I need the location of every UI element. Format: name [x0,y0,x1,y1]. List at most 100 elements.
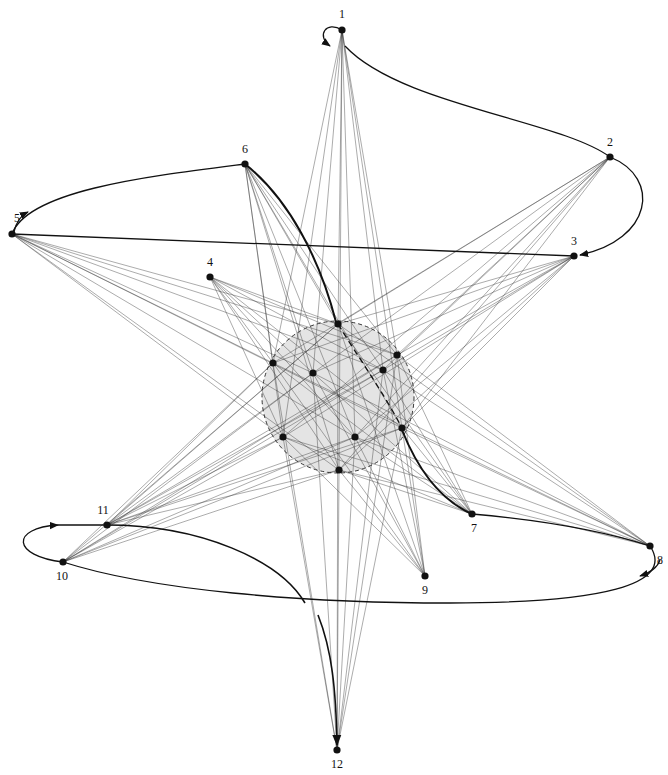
spoke-line [63,470,339,562]
spoke-line [337,324,338,750]
spoke-lines [12,30,650,750]
spoke-line [273,363,650,546]
orbit-curves [12,27,660,745]
spoke-line [245,164,339,470]
spoke-line [273,363,472,514]
point-dot [570,252,577,259]
spoke-line [107,363,273,525]
spoke-line [313,373,337,750]
spoke-line [63,370,383,562]
spoke-line [342,30,355,437]
orbit-curve [63,546,655,603]
point-dot [335,466,342,473]
point-number: 1 [339,8,345,20]
orbit-curve [23,525,63,562]
spoke-line [12,234,402,428]
point-dot [333,746,340,753]
spoke-line [12,234,397,355]
orbit-curve [402,430,472,514]
orbit-curve [472,514,650,546]
point-number: 12 [331,758,343,770]
point-dots [8,26,653,753]
orbit-curve [245,164,336,322]
point-number: 2 [607,136,613,148]
spoke-line [107,370,383,525]
point-dot [334,320,341,327]
orbit-curve [12,234,574,256]
point-dot [59,558,66,565]
spoke-line [283,437,472,514]
spoke-line [313,373,650,546]
spoke-line [337,370,383,750]
spoke-line [337,470,339,750]
spoke-line [107,437,283,525]
spoke-line [397,256,574,355]
spoke-line [339,157,610,470]
spoke-line [107,428,402,525]
point-dot [338,26,345,33]
spoke-line [12,234,313,373]
point-dot [206,273,213,280]
spoke-line [210,277,402,428]
spoke-line [63,324,338,562]
spoke-line [383,157,610,370]
spoke-line [339,470,425,576]
spoke-line [383,370,650,546]
spoke-line [63,355,397,562]
point-dot [8,230,15,237]
point-number: 10 [56,570,68,582]
spoke-line [107,355,397,525]
point-dot [606,153,613,160]
orbit-curve [107,525,305,603]
spoke-line [12,234,339,470]
spoke-line [337,355,397,750]
spoke-line [107,373,313,525]
spoke-line [402,428,650,546]
spoke-line [342,30,383,370]
point-dot [421,572,428,579]
point-dot [379,366,386,373]
point-dot [269,359,276,366]
spoke-line [397,355,472,514]
hidden-curve [338,324,402,428]
spoke-line [337,428,402,750]
spoke-line [107,324,338,525]
point-dot [241,160,248,167]
point-number: 5 [14,212,20,224]
spoke-line [383,370,425,576]
spoke-line [245,164,383,370]
point-number: 11 [97,504,109,516]
spoke-line [313,373,425,576]
spoke-line [338,30,342,324]
point-dot [468,510,475,517]
spoke-line [245,164,313,373]
spoke-line [245,164,283,437]
orbit-curve [318,615,337,745]
point-number: 7 [471,522,477,534]
orbit-curve [12,164,245,234]
spoke-line [63,428,402,562]
point-dot [279,433,286,440]
spoke-line [383,256,574,370]
spoke-line [273,256,574,363]
spoke-line [313,256,574,373]
spoke-line [339,256,574,470]
spoke-line [397,355,650,546]
spoke-line [342,30,397,355]
spoke-line [210,277,338,324]
spoke-line [402,256,574,428]
orbit-arrow [14,212,28,232]
spoke-line [210,277,355,437]
spoke-line [283,437,337,750]
point-dot [309,369,316,376]
point-number: 9 [422,584,428,596]
point-number: 3 [571,235,577,247]
spoke-line [402,428,425,576]
point-number: 4 [207,256,213,268]
spoke-line [273,363,337,750]
orbit-curve [345,46,610,157]
spoke-line [63,437,355,562]
